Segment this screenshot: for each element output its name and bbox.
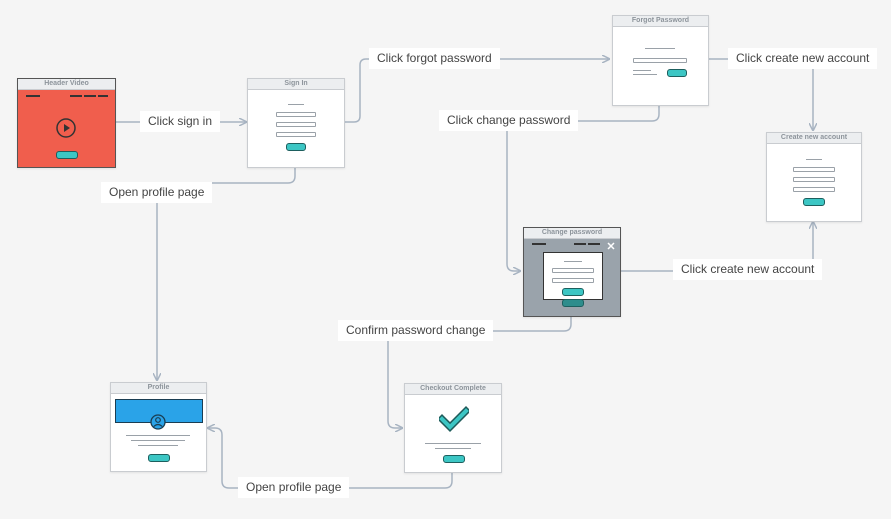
cta-button bbox=[56, 151, 78, 159]
edge-label-click-sign-in: Click sign in bbox=[140, 111, 221, 132]
nav-link-line bbox=[70, 95, 82, 97]
text-line bbox=[435, 448, 471, 449]
connector-signin-to-forgot bbox=[344, 59, 609, 123]
node-change-password[interactable]: Change password bbox=[523, 227, 621, 317]
node-title: Create new account bbox=[767, 133, 861, 144]
edge-label-click-forgot-password: Click forgot password bbox=[369, 48, 500, 69]
submit-button bbox=[667, 69, 687, 77]
node-header-video[interactable]: Header Video bbox=[17, 78, 116, 168]
modal-dialog bbox=[543, 252, 603, 300]
node-title: Forgot Password bbox=[613, 16, 708, 27]
underlay-button bbox=[562, 299, 584, 307]
edge-label-open-profile-top: Open profile page bbox=[101, 182, 213, 203]
form-heading-line bbox=[564, 261, 582, 262]
input-field bbox=[276, 112, 316, 117]
play-icon bbox=[56, 118, 76, 138]
node-profile[interactable]: Profile bbox=[110, 382, 207, 472]
nav-link-line bbox=[574, 243, 586, 245]
submit-button bbox=[562, 288, 584, 296]
text-line bbox=[126, 435, 190, 436]
node-title: Header Video bbox=[18, 79, 115, 90]
input-field bbox=[793, 187, 835, 192]
node-sign-in[interactable]: Sign In bbox=[247, 78, 345, 168]
text-line bbox=[131, 440, 185, 441]
text-line bbox=[633, 74, 657, 75]
close-icon bbox=[607, 242, 615, 250]
checkmark-icon bbox=[439, 406, 469, 432]
node-title: Checkout Complete bbox=[405, 384, 501, 395]
node-title: Sign In bbox=[248, 79, 344, 90]
action-button bbox=[148, 454, 170, 462]
edge-label-click-change-password: Click change password bbox=[439, 110, 579, 131]
node-create-account[interactable]: Create new account bbox=[766, 132, 862, 222]
input-field bbox=[793, 167, 835, 172]
edge-label-click-create-account-mid: Click create new account bbox=[673, 259, 823, 280]
text-line bbox=[138, 445, 178, 446]
nav-link-line bbox=[98, 95, 108, 97]
input-field bbox=[633, 58, 687, 63]
node-title: Change password bbox=[524, 228, 620, 239]
nav-link-line bbox=[84, 95, 96, 97]
nav-link-line bbox=[588, 243, 600, 245]
input-field bbox=[276, 122, 316, 127]
text-line bbox=[633, 70, 651, 71]
form-heading-line bbox=[806, 159, 822, 160]
node-title: Profile bbox=[111, 383, 206, 394]
connector-forgot-to-create bbox=[708, 58, 813, 130]
edge-label-open-profile-bottom: Open profile page bbox=[238, 477, 350, 498]
input-field bbox=[793, 177, 835, 182]
form-heading-line bbox=[645, 48, 675, 49]
edge-label-click-create-account-top: Click create new account bbox=[728, 48, 878, 69]
input-field bbox=[552, 278, 594, 283]
nav-logo-line bbox=[532, 243, 546, 245]
text-line bbox=[425, 443, 481, 444]
edge-label-confirm-password-change: Confirm password change bbox=[338, 320, 494, 341]
user-avatar-icon bbox=[150, 414, 166, 430]
form-heading-line bbox=[288, 104, 304, 105]
node-forgot-password[interactable]: Forgot Password bbox=[612, 15, 709, 106]
submit-button bbox=[803, 198, 825, 206]
node-checkout-complete[interactable]: Checkout Complete bbox=[404, 383, 502, 473]
input-field bbox=[552, 268, 594, 273]
action-button bbox=[443, 455, 465, 463]
submit-button bbox=[286, 143, 306, 151]
nav-logo-line bbox=[26, 95, 40, 97]
input-field bbox=[276, 132, 316, 137]
connector-checkout-to-profile bbox=[208, 428, 453, 489]
